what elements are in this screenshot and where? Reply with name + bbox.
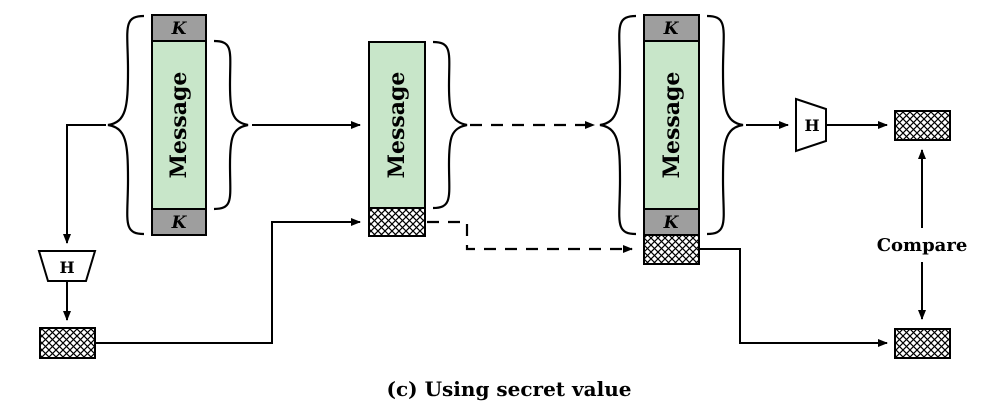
computed-hash-value bbox=[894, 110, 951, 141]
transmitted-message bbox=[368, 41, 426, 209]
receiver-received-hash bbox=[643, 234, 700, 265]
sender-right-brace bbox=[213, 39, 249, 211]
transmitted-hash bbox=[368, 207, 426, 237]
hash-receive-dashed-arrow bbox=[427, 220, 633, 253]
compare-label: Compare bbox=[877, 235, 968, 256]
sender-key-bottom-label: K bbox=[171, 213, 188, 233]
receiver-key-top bbox=[643, 14, 700, 42]
sender-hash-box bbox=[37, 250, 97, 282]
sender-block: K Message K bbox=[107, 14, 249, 236]
transmitted-right-brace bbox=[432, 40, 468, 210]
receiver-block: K Message K bbox=[599, 14, 744, 265]
sender-message bbox=[151, 40, 207, 210]
receiver-key-top-label: K bbox=[663, 19, 680, 39]
sender-hash-label: H bbox=[59, 258, 74, 277]
diagram-caption: (c) Using secret value bbox=[387, 377, 632, 401]
sender-hash-path: H bbox=[37, 124, 361, 359]
receiver-hash-path: H bbox=[746, 97, 951, 153]
receiver-key-bottom-label: K bbox=[663, 213, 680, 233]
sender-left-brace bbox=[107, 14, 145, 236]
received-hash-value bbox=[894, 328, 951, 359]
receiver-key-bottom bbox=[643, 208, 700, 236]
receiver-hash-box bbox=[795, 97, 827, 153]
received-hash-route bbox=[699, 248, 888, 347]
receiver-message-label: Message bbox=[659, 72, 685, 179]
receiver-right-brace bbox=[706, 14, 744, 236]
receiver-message bbox=[643, 40, 700, 210]
receiver-hash-label: H bbox=[804, 116, 819, 135]
sender-hash-feed-line bbox=[63, 124, 106, 244]
sender-hash-to-transmitted bbox=[95, 218, 361, 344]
compare-group: Compare bbox=[877, 149, 968, 320]
sender-message-label: Message bbox=[166, 72, 192, 179]
transmitted-message-label: Message bbox=[384, 72, 410, 179]
transmitted-block: Message bbox=[368, 40, 468, 237]
sender-key-top-label: K bbox=[171, 19, 188, 39]
receiver-left-brace bbox=[599, 14, 637, 236]
sender-key-bottom bbox=[151, 208, 207, 236]
sender-hash-value bbox=[39, 327, 96, 359]
